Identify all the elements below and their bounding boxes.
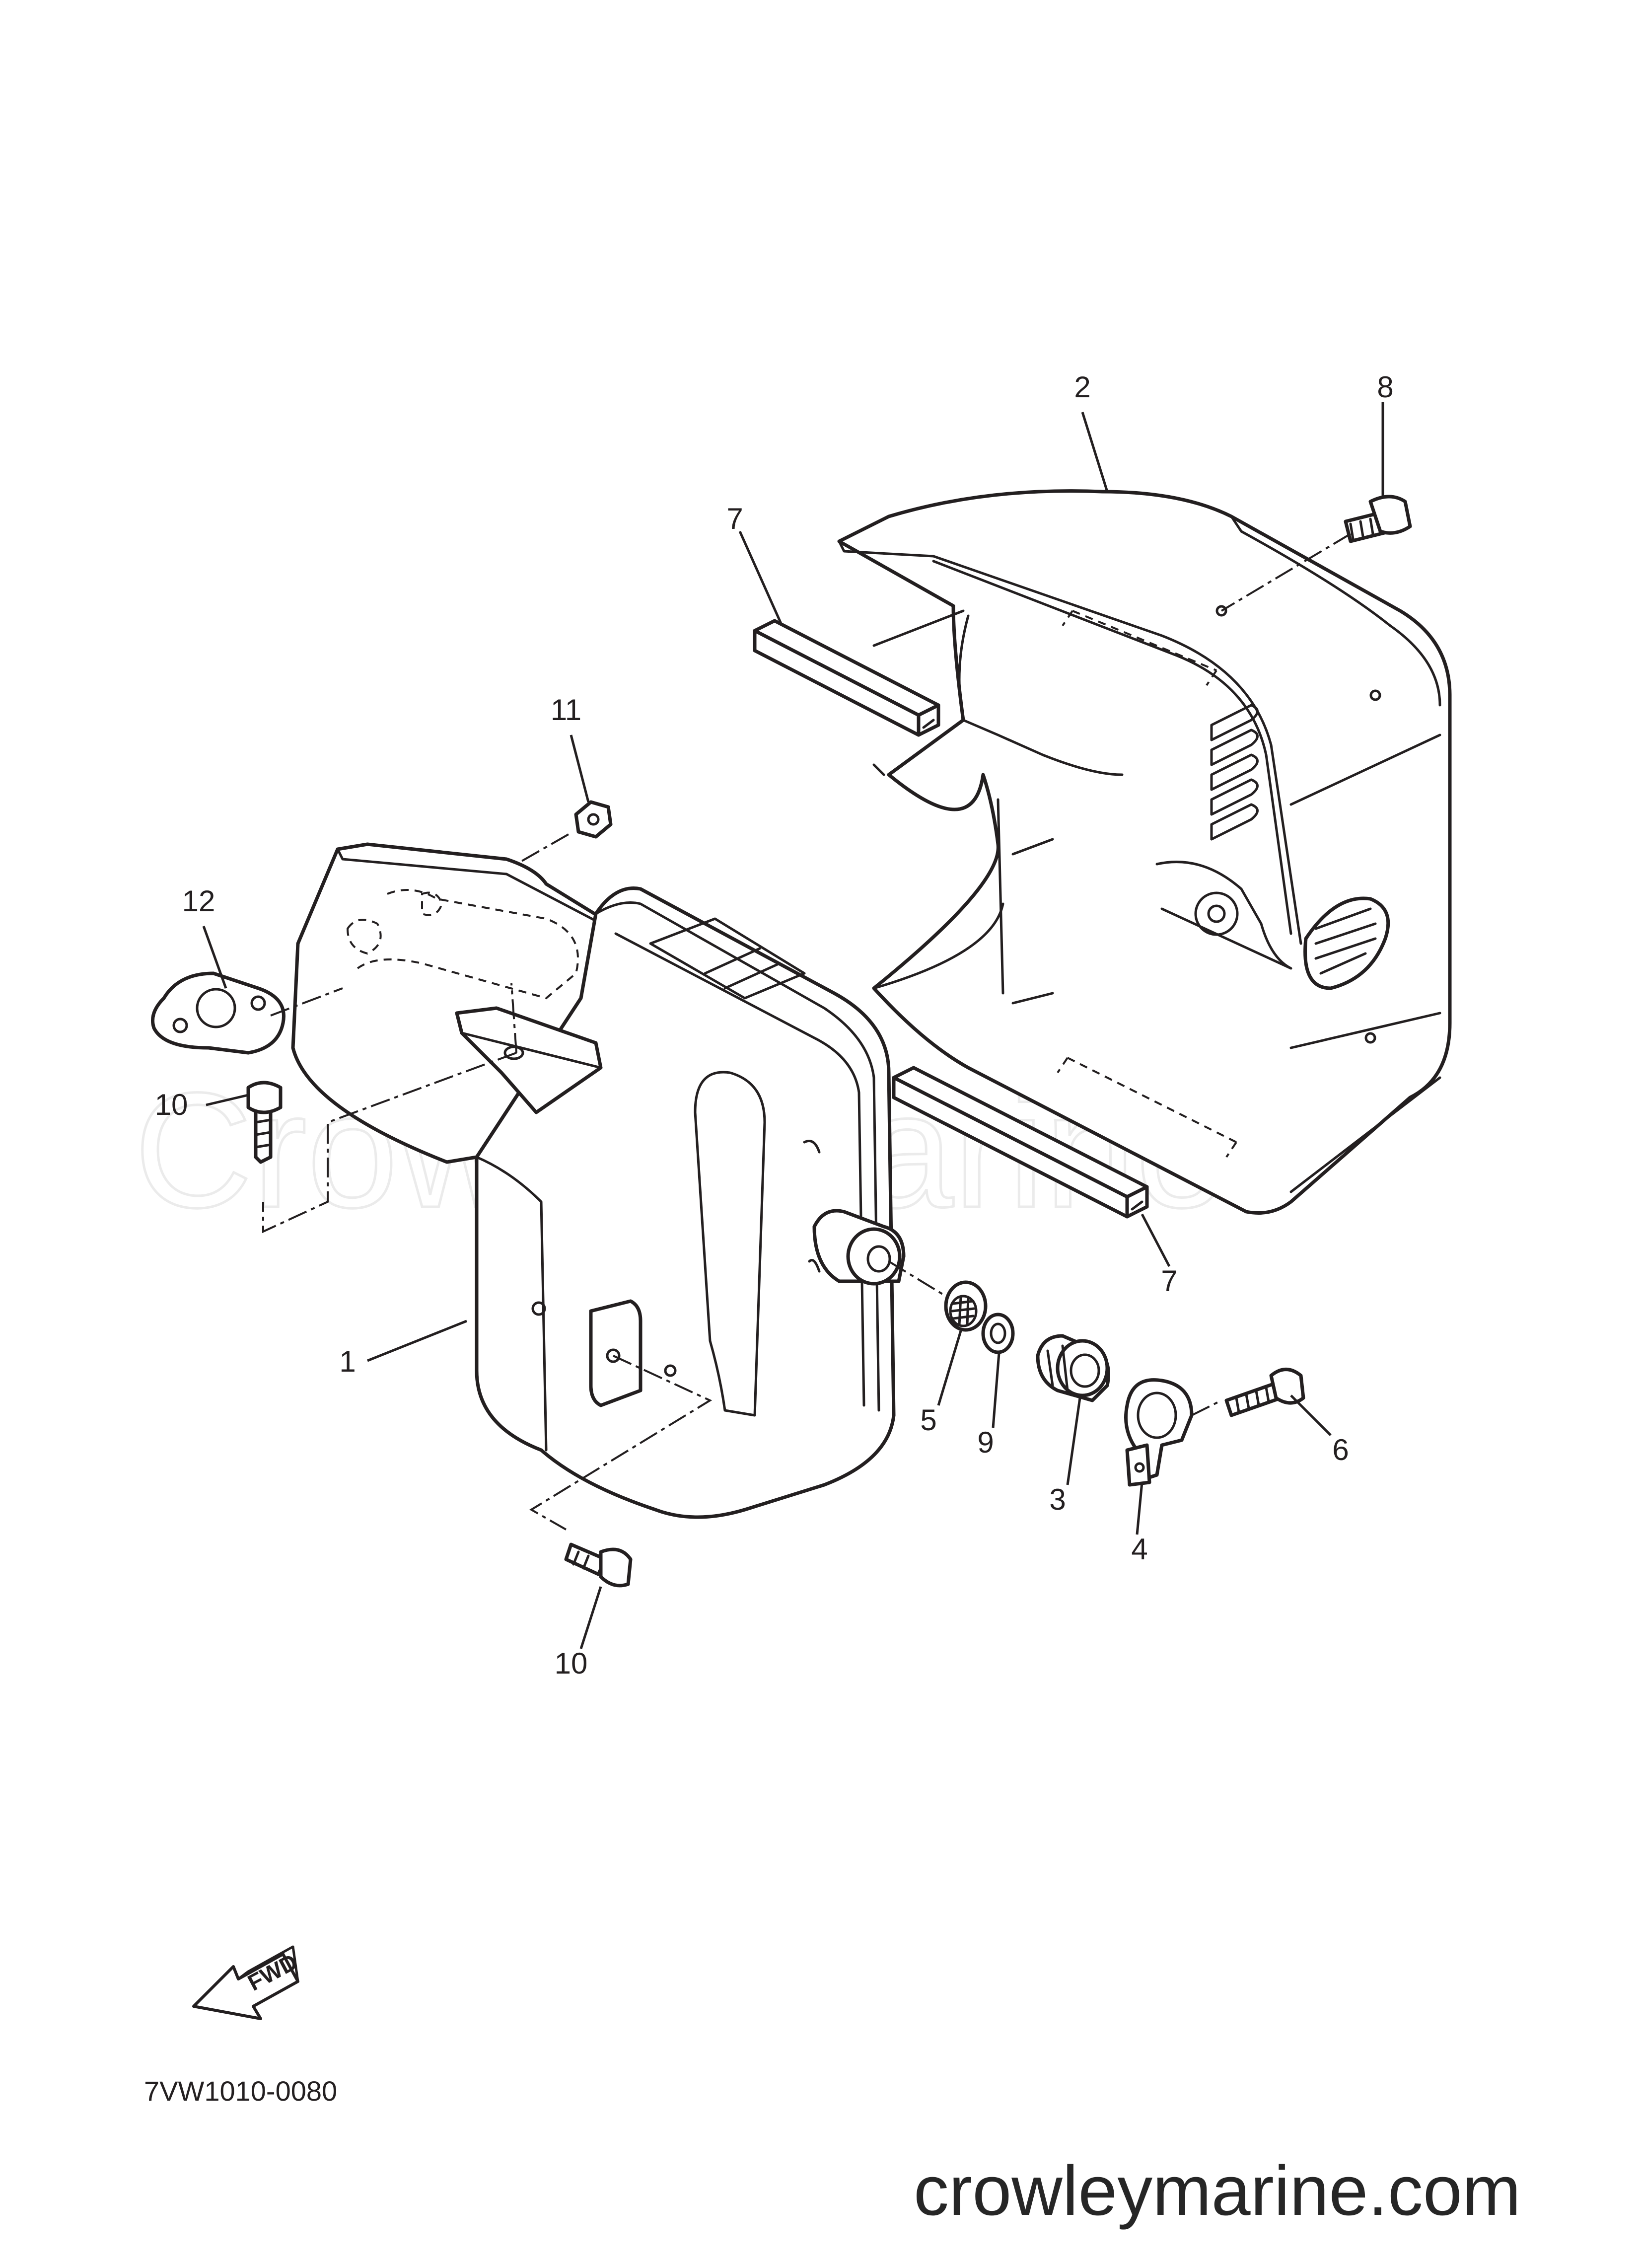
part-8-screw xyxy=(1344,495,1412,543)
callout-6: 6 xyxy=(1332,1433,1349,1466)
part-2-muffler-cover xyxy=(837,489,1452,1215)
callout-1: 1 xyxy=(339,1345,356,1378)
diagram-code: 7VW1010-0080 xyxy=(144,2075,337,2107)
callout-4: 4 xyxy=(1131,1533,1147,1566)
assembly-lines xyxy=(262,533,1352,1531)
part-10-bolt-lower xyxy=(564,1542,633,1588)
part-7-seal-strip-lower xyxy=(892,1066,1149,1219)
fwd-arrow-icon: FWD xyxy=(192,1945,301,2020)
callout-7-upper: 7 xyxy=(726,502,743,535)
part-9-washer xyxy=(981,1313,1015,1354)
callout-5: 5 xyxy=(920,1403,936,1437)
callout-8: 8 xyxy=(1377,370,1393,404)
part-1-muffler xyxy=(291,842,906,1519)
part-10-bolt-left xyxy=(246,1081,283,1164)
callout-3: 3 xyxy=(1049,1483,1066,1516)
part-6-bolt xyxy=(1224,1368,1305,1417)
callout-10-lower: 10 xyxy=(555,1647,588,1680)
part-5-screen xyxy=(944,1280,988,1332)
part-4-clamp xyxy=(1124,1378,1194,1487)
callout-labels: 2 8 7 11 12 10 7 1 5 9 3 6 4 10 xyxy=(155,370,1394,1680)
callout-12: 12 xyxy=(182,884,215,918)
callout-7-lower: 7 xyxy=(1161,1264,1177,1298)
site-url: crowleymarine.com xyxy=(914,2151,1521,2230)
part-7-seal-strip-upper xyxy=(753,619,940,737)
part-3-sleeve xyxy=(1036,1334,1110,1402)
leader-lines xyxy=(202,402,1384,1649)
callout-11: 11 xyxy=(551,693,581,727)
part-11-nut xyxy=(574,800,613,839)
callout-9: 9 xyxy=(977,1426,994,1459)
callout-2: 2 xyxy=(1074,370,1090,404)
callout-10-left: 10 xyxy=(155,1088,188,1121)
part-12-gasket xyxy=(151,971,286,1055)
